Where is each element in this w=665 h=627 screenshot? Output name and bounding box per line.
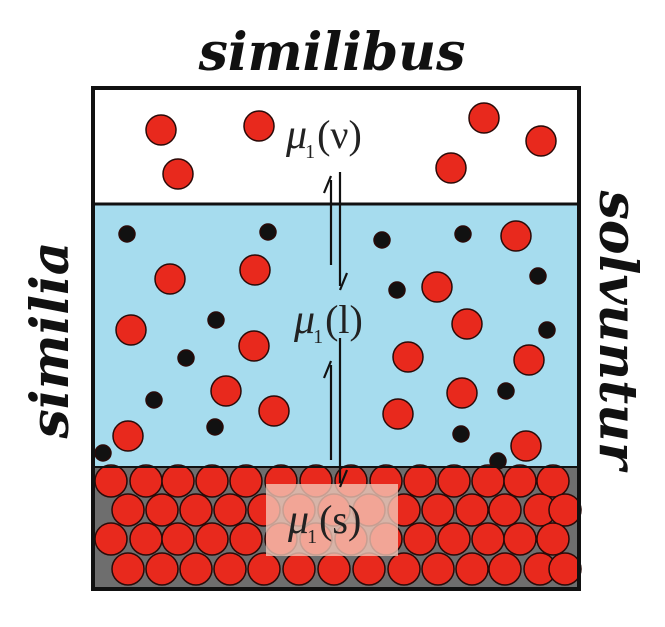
solute-particle: [112, 420, 144, 452]
solid-solute-particle: [503, 522, 537, 556]
solvent-particle: [207, 311, 225, 329]
solvent-particles: [94, 223, 556, 470]
solid-solute-particle: [229, 522, 263, 556]
solute-particle: [392, 341, 424, 373]
title-left: similia: [20, 241, 81, 439]
solute-particle: [154, 263, 186, 295]
solute-particle: [162, 158, 194, 190]
solute-particle: [446, 377, 478, 409]
solid-solute-particle: [488, 493, 522, 527]
solvent-particle: [452, 425, 470, 443]
solid-label-box: [266, 484, 398, 556]
solid-solute-particle: [317, 552, 351, 586]
vapor-liquid-equilibrium-arrows: [322, 172, 349, 291]
solid-potential-label: μ1(s): [287, 497, 361, 548]
solid-solute-particle: [129, 464, 163, 498]
solute-particle: [210, 375, 242, 407]
solute-particle: [239, 254, 271, 286]
solid-solute-particle: [403, 522, 437, 556]
solid-solute-particle: [282, 552, 316, 586]
solute-particle: [513, 344, 545, 376]
solid-solute-particle: [145, 552, 179, 586]
solid-solute-particle: [195, 464, 229, 498]
solid-solute-particle: [387, 552, 421, 586]
solute-particle: [258, 395, 290, 427]
solid-solute-particle: [536, 522, 570, 556]
solvent-particle: [454, 225, 472, 243]
solute-particle: [238, 330, 270, 362]
solvent-particle: [94, 444, 112, 462]
solid-solute-particle: [213, 552, 247, 586]
solid-solute-particle: [437, 464, 471, 498]
solid-solute-particle: [145, 493, 179, 527]
solid-solute-particle: [421, 493, 455, 527]
solid-solute-particle: [161, 464, 195, 498]
solid-solute-particle: [94, 522, 128, 556]
solid-solute-particle: [179, 552, 213, 586]
solvent-particle: [118, 225, 136, 243]
solute-particles-free: [112, 102, 557, 462]
solvent-particle: [177, 349, 195, 367]
solid-solute-particle: [111, 493, 145, 527]
liquid-phase-region: [93, 204, 579, 467]
solid-solute-particle: [471, 464, 505, 498]
solid-solute-particle: [455, 493, 489, 527]
solid-solute-particle: [229, 464, 263, 498]
solid-solute-particle: [503, 464, 537, 498]
solid-solute-particle: [437, 522, 471, 556]
solvent-particle: [373, 231, 391, 249]
solid-solute-particle: [161, 522, 195, 556]
solute-particle: [421, 271, 453, 303]
solvent-particle: [497, 382, 515, 400]
solute-particle: [115, 314, 147, 346]
container-border: [91, 86, 581, 591]
solid-solute-particle: [471, 522, 505, 556]
solid-solute-particle: [548, 552, 582, 586]
solid-solute-particle: [213, 493, 247, 527]
vapor-potential-label: μ1(ν): [285, 112, 362, 163]
solute-particle: [468, 102, 500, 134]
solvent-particle: [538, 321, 556, 339]
liquid-solid-equilibrium-arrows: [322, 338, 349, 488]
solvent-particle: [388, 281, 406, 299]
title-right: solvuntur: [587, 190, 648, 473]
solid-solute-particle: [179, 493, 213, 527]
solvent-particle: [206, 418, 224, 436]
solute-particle: [435, 152, 467, 184]
solid-solute-particle: [455, 552, 489, 586]
solid-solute-particle: [403, 464, 437, 498]
solid-solute-particle: [548, 493, 582, 527]
liquid-potential-label: μ1(l): [293, 297, 363, 348]
solvent-particle: [529, 267, 547, 285]
solute-particle: [525, 125, 557, 157]
solid-solute-particle: [421, 552, 455, 586]
solid-solute-particle: [129, 522, 163, 556]
solute-particle: [510, 430, 542, 462]
solid-solute-particle: [247, 552, 281, 586]
solvent-particle: [145, 391, 163, 409]
solute-particle: [500, 220, 532, 252]
solvent-particle: [259, 223, 277, 241]
solid-solute-particle: [195, 522, 229, 556]
solute-particle: [382, 398, 414, 430]
solid-solute-particle: [488, 552, 522, 586]
solid-solute-particle: [352, 552, 386, 586]
title-top: similibus: [198, 22, 466, 83]
solute-particle: [451, 308, 483, 340]
solute-particle: [145, 114, 177, 146]
solid-solute-particle: [536, 464, 570, 498]
solute-particle: [243, 110, 275, 142]
solid-solute-particle: [94, 464, 128, 498]
solid-solute-particle: [111, 552, 145, 586]
